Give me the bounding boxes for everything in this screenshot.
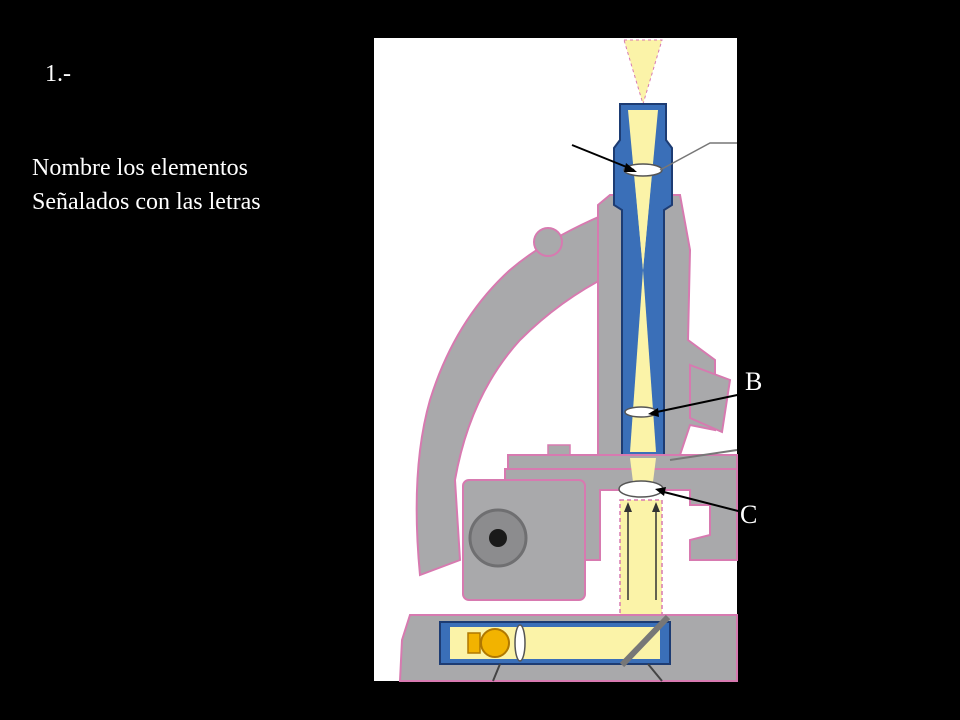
- lamp-bulb-icon: [480, 628, 510, 658]
- instruction-line-2: Señalados con las letras: [32, 189, 261, 215]
- label-b: B: [745, 367, 763, 396]
- arm-knob: [533, 227, 563, 257]
- arrowhead-b: [648, 408, 659, 417]
- light-arrowhead-right: [652, 502, 660, 512]
- eyepiece-lens: [623, 163, 663, 177]
- lamp-wire-left: [492, 663, 501, 682]
- light-arrowhead-left: [624, 502, 632, 512]
- focus-knob-center: [489, 529, 507, 547]
- arrow-b: [651, 393, 743, 414]
- nosepiece-tab: [689, 363, 732, 434]
- light-path-mid: [632, 150, 654, 270]
- arrow-a: [571, 144, 635, 171]
- lamp-socket: [467, 632, 481, 654]
- stage-clip: [547, 444, 571, 456]
- arrowhead-a: [624, 163, 637, 172]
- microscope-arm: [415, 213, 612, 577]
- lamp-lens: [514, 624, 526, 662]
- stage: [507, 454, 738, 470]
- leader-line-a: [659, 142, 737, 171]
- label-c: C: [740, 500, 758, 529]
- lamp-wire-right: [647, 663, 663, 682]
- arrow-c: [659, 490, 743, 513]
- label-a: A: [544, 131, 563, 160]
- mirror: [619, 614, 671, 668]
- instruction-line-1: Nombre los elementos: [32, 155, 248, 181]
- light-column: [619, 499, 663, 631]
- slide-number: 1.-: [45, 61, 71, 87]
- light-cone-top: [623, 39, 663, 106]
- stage-line: [669, 449, 738, 461]
- arrowhead-c: [655, 487, 666, 496]
